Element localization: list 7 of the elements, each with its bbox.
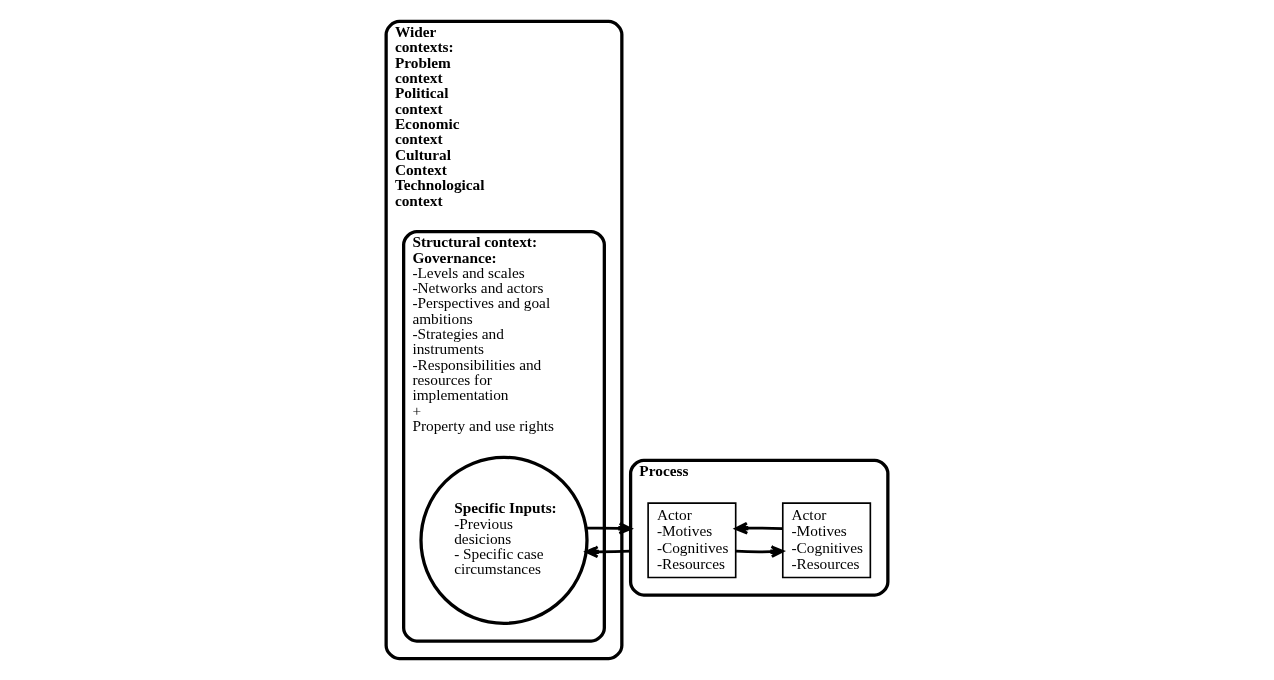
node-circle: Specific Inputs: -Previous desicions - Specific case circumstances <box>419 455 589 625</box>
arrow <box>586 522 632 535</box>
arrow <box>585 545 631 559</box>
node-box: Actor -Motives -Cognitives -Resources <box>647 502 737 579</box>
node-box: Actor -Motives -Cognitives -Resources <box>781 502 872 579</box>
arrow <box>735 545 785 558</box>
arrow <box>734 521 783 535</box>
